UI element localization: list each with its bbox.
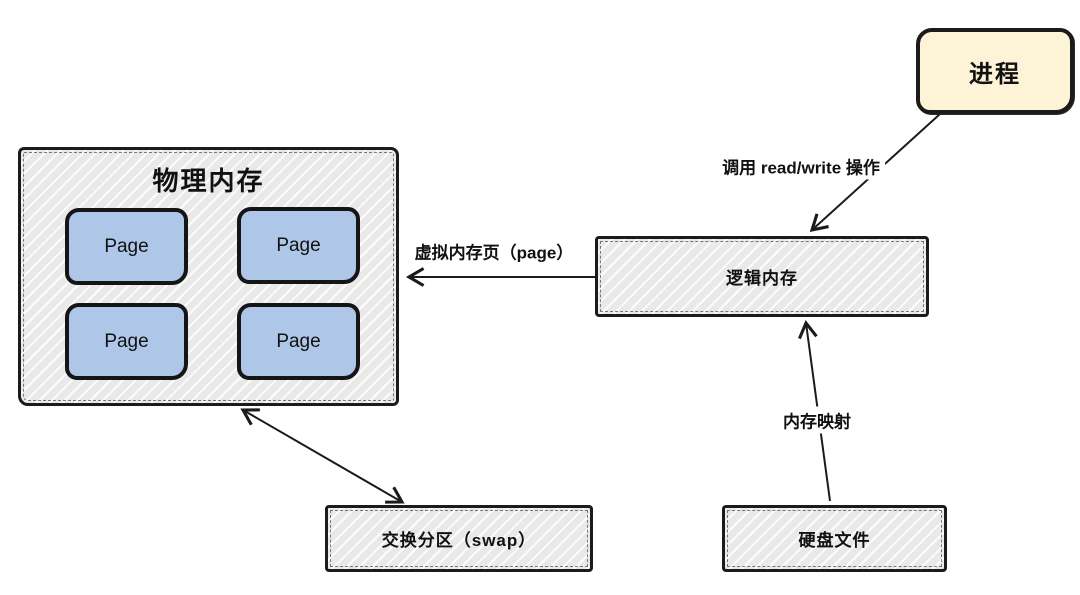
- page-label: Page: [276, 234, 321, 256]
- disk-file-label: 硬盘文件: [798, 531, 871, 550]
- edge-label-memory-map: 内存映射: [778, 406, 856, 434]
- swap-partition-box: 交换分区（swap）: [325, 505, 593, 572]
- logical-memory-label: 逻辑内存: [726, 269, 798, 288]
- disk-file-box: 硬盘文件: [722, 505, 947, 572]
- arrow-physical-swap-bidirectional: [240, 408, 405, 504]
- edge-label-read-write: 调用 read/write 操作: [717, 152, 885, 180]
- process-label: 进程: [969, 60, 1021, 88]
- page-label: Page: [276, 330, 321, 352]
- page-box: Page: [65, 208, 188, 285]
- process-box: 进程: [916, 28, 1074, 114]
- physical-memory-title: 物理内存: [152, 166, 265, 196]
- edge-label-virtual-page: 虚拟内存页（page）: [409, 237, 579, 265]
- page-label: Page: [104, 235, 149, 257]
- page-box: Page: [237, 207, 360, 284]
- logical-memory-box: 逻辑内存: [595, 236, 929, 317]
- page-label: Page: [104, 330, 149, 352]
- physical-memory-box: 物理内存 Page Page Page Page: [18, 147, 399, 406]
- swap-partition-label: 交换分区（swap）: [381, 531, 537, 550]
- page-box: Page: [237, 303, 360, 380]
- page-box: Page: [65, 303, 188, 380]
